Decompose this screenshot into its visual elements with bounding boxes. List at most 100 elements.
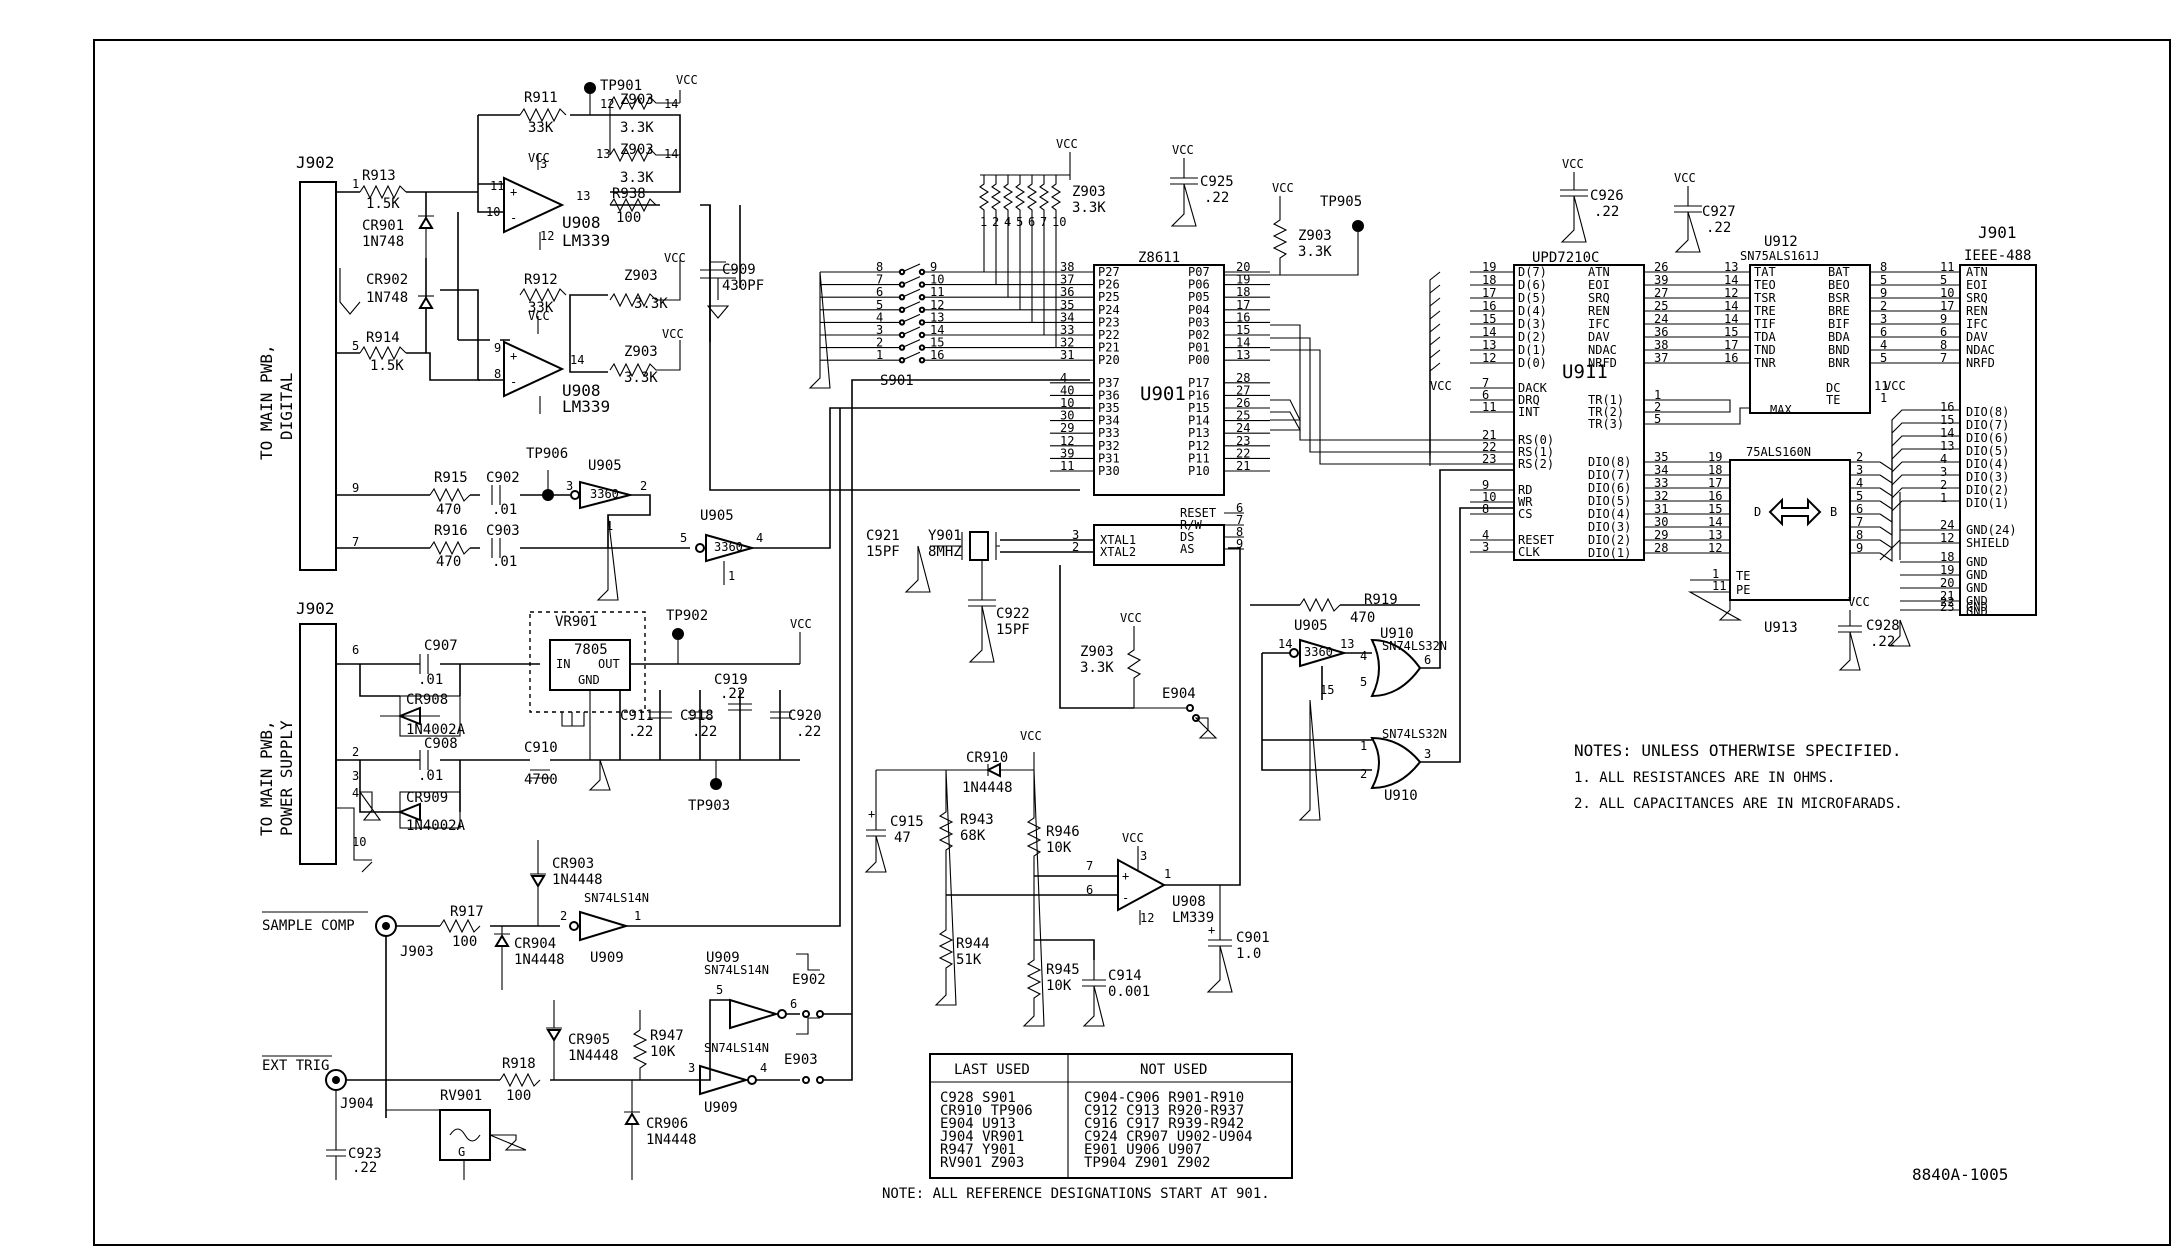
u913-pe: PE: [1736, 583, 1750, 597]
u908c-ref: U908: [1172, 894, 1206, 910]
u901-pin-name: P20: [1098, 353, 1120, 367]
z903e-ref: Z903: [1072, 184, 1106, 200]
r919-ref: R919: [1364, 592, 1398, 608]
u901-pin-number: 24: [1236, 421, 1250, 435]
s901-pin-number: 7: [876, 273, 883, 287]
c920-value: .22: [796, 724, 821, 740]
j902-bottom-ref: J902: [296, 599, 335, 618]
u913-pin-number: 2: [1856, 450, 1863, 464]
z903-resistor: [978, 175, 990, 272]
u901-pin-name: P34: [1098, 414, 1120, 428]
u911-pin-name: ATN: [1588, 265, 1610, 279]
vr901-gnd: GND: [578, 673, 600, 687]
u912-pin-name: TRE: [1754, 304, 1776, 318]
u913-pin-number: 3: [1856, 463, 1863, 477]
r916-ref: R916: [434, 523, 468, 539]
j901-pin-name: EOI: [1966, 278, 1988, 292]
s901-contact: [918, 268, 926, 276]
s901-pin-number: 13: [930, 310, 944, 324]
j901-pin-name: DIO(4): [1966, 457, 2009, 471]
control-wire: [1700, 399, 1750, 425]
s901-pin-number: 8: [876, 260, 883, 274]
u912-pin-name: TNR: [1754, 356, 1776, 370]
c921-ref: C921: [866, 528, 900, 544]
vcc-label: VCC: [528, 151, 550, 165]
tp901-ref: TP901: [600, 78, 642, 94]
r914-value: 1.5K: [370, 358, 404, 374]
u911-pin-number: 38: [1654, 338, 1668, 352]
s901-contact: [898, 319, 906, 326]
u901-pin-name: P10: [1188, 464, 1210, 478]
j901-pin-number: 16: [1940, 400, 1954, 414]
u905c-ref: U905: [1294, 618, 1328, 634]
u901-pin-name: P11: [1188, 451, 1210, 465]
u901-pin-number: 35: [1060, 298, 1074, 312]
u911-pin-name: EOI: [1588, 278, 1610, 292]
j901-pin-name: GND: [1966, 555, 1988, 569]
r944-ref: R944: [956, 936, 990, 952]
u911-pin-name: D(1): [1518, 343, 1547, 357]
s901-ref: S901: [880, 373, 914, 389]
r946-ref: R946: [1046, 824, 1080, 840]
u901-pin-name: P26: [1098, 278, 1120, 292]
u911-pin-number: 35: [1654, 450, 1668, 464]
svg-text:1: 1: [1164, 867, 1171, 881]
u912-pin-name: BSR: [1828, 291, 1850, 305]
notes-title: NOTES: UNLESS OTHERWISE SPECIFIED.: [1574, 741, 1902, 760]
u912-pin-name: BDA: [1828, 330, 1850, 344]
table-cell-last-used: RV901 Z903: [940, 1155, 1024, 1171]
svg-text:12: 12: [1140, 911, 1154, 925]
u912-pin-number: 12: [1724, 286, 1738, 300]
u901-pin-name: P04: [1188, 303, 1210, 317]
u913-pin-number: 14: [1708, 515, 1722, 529]
table-cell-last-used: C928 S901: [940, 1090, 1016, 1106]
u911-pin-name: TR(3): [1588, 417, 1624, 431]
u912-pin-number: 9: [1880, 286, 1887, 300]
u911-pin-name: RS(1): [1518, 445, 1554, 459]
s901-contact: [918, 331, 926, 339]
u911-pin-number: 4: [1482, 528, 1489, 542]
s901-contact: [898, 357, 906, 364]
u912-dc: DC: [1826, 381, 1840, 395]
sample-comparator: CR910 VCC 1N4448 + C915 47 R943 68K R944…: [864, 547, 1270, 1027]
u911-pin-name: DRQ: [1518, 393, 1540, 407]
u911-pin-name: DIO(1): [1588, 546, 1631, 560]
u911-pin-number: 37: [1654, 351, 1668, 365]
u911-pin-number: 8: [1482, 502, 1489, 516]
u911-pin-name: DIO(4): [1588, 507, 1631, 521]
u911-pin-number: 39: [1654, 273, 1668, 287]
r911-value: 33K: [528, 120, 554, 136]
table-cell-last-used: E904 U913: [940, 1116, 1016, 1132]
e904-ref: E904: [1162, 686, 1196, 702]
u913-part: 75ALS160N: [1746, 445, 1811, 459]
svg-text:8: 8: [494, 367, 501, 381]
svg-text:11: 11: [1874, 379, 1888, 393]
vcc-label: VCC: [1172, 143, 1194, 157]
dio-bus-wire: [1879, 435, 1960, 498]
u911-pin-number: 33: [1654, 476, 1668, 490]
u908a-part: LM339: [562, 231, 610, 250]
u911-pin-name: DIO(8): [1588, 455, 1631, 469]
u901-pin-number: 22: [1236, 446, 1250, 460]
u912-pin-number: 13: [1724, 260, 1738, 274]
u911-pin-name: CS: [1518, 507, 1532, 521]
table-cell-not-used: C904-C906 R901-R910: [1084, 1090, 1244, 1106]
u901-pin-number: 17: [1236, 298, 1250, 312]
j901-title: IEEE-488: [1964, 248, 2031, 264]
u913-side-a: D: [1754, 505, 1761, 519]
u901-pin-name: P06: [1188, 278, 1210, 292]
z903f-ref: Z903: [1298, 228, 1332, 244]
c908-ref: C908: [424, 736, 458, 752]
u911-pin-number: 28: [1654, 541, 1668, 555]
svg-text:-: -: [510, 375, 517, 389]
j901-pin-number: 23: [1940, 600, 1954, 614]
svg-text:3: 3: [688, 1061, 695, 1075]
j901-pin-name: GND: [1966, 581, 1988, 595]
c919-ref: C919: [714, 672, 748, 688]
u901-pin-number: 7: [1236, 513, 1243, 527]
u901-part: Z8611: [1138, 250, 1180, 266]
u911-pin-number: 13: [1482, 338, 1496, 352]
vr901-out: OUT: [598, 657, 620, 671]
u911-pin-number: 24: [1654, 312, 1668, 326]
